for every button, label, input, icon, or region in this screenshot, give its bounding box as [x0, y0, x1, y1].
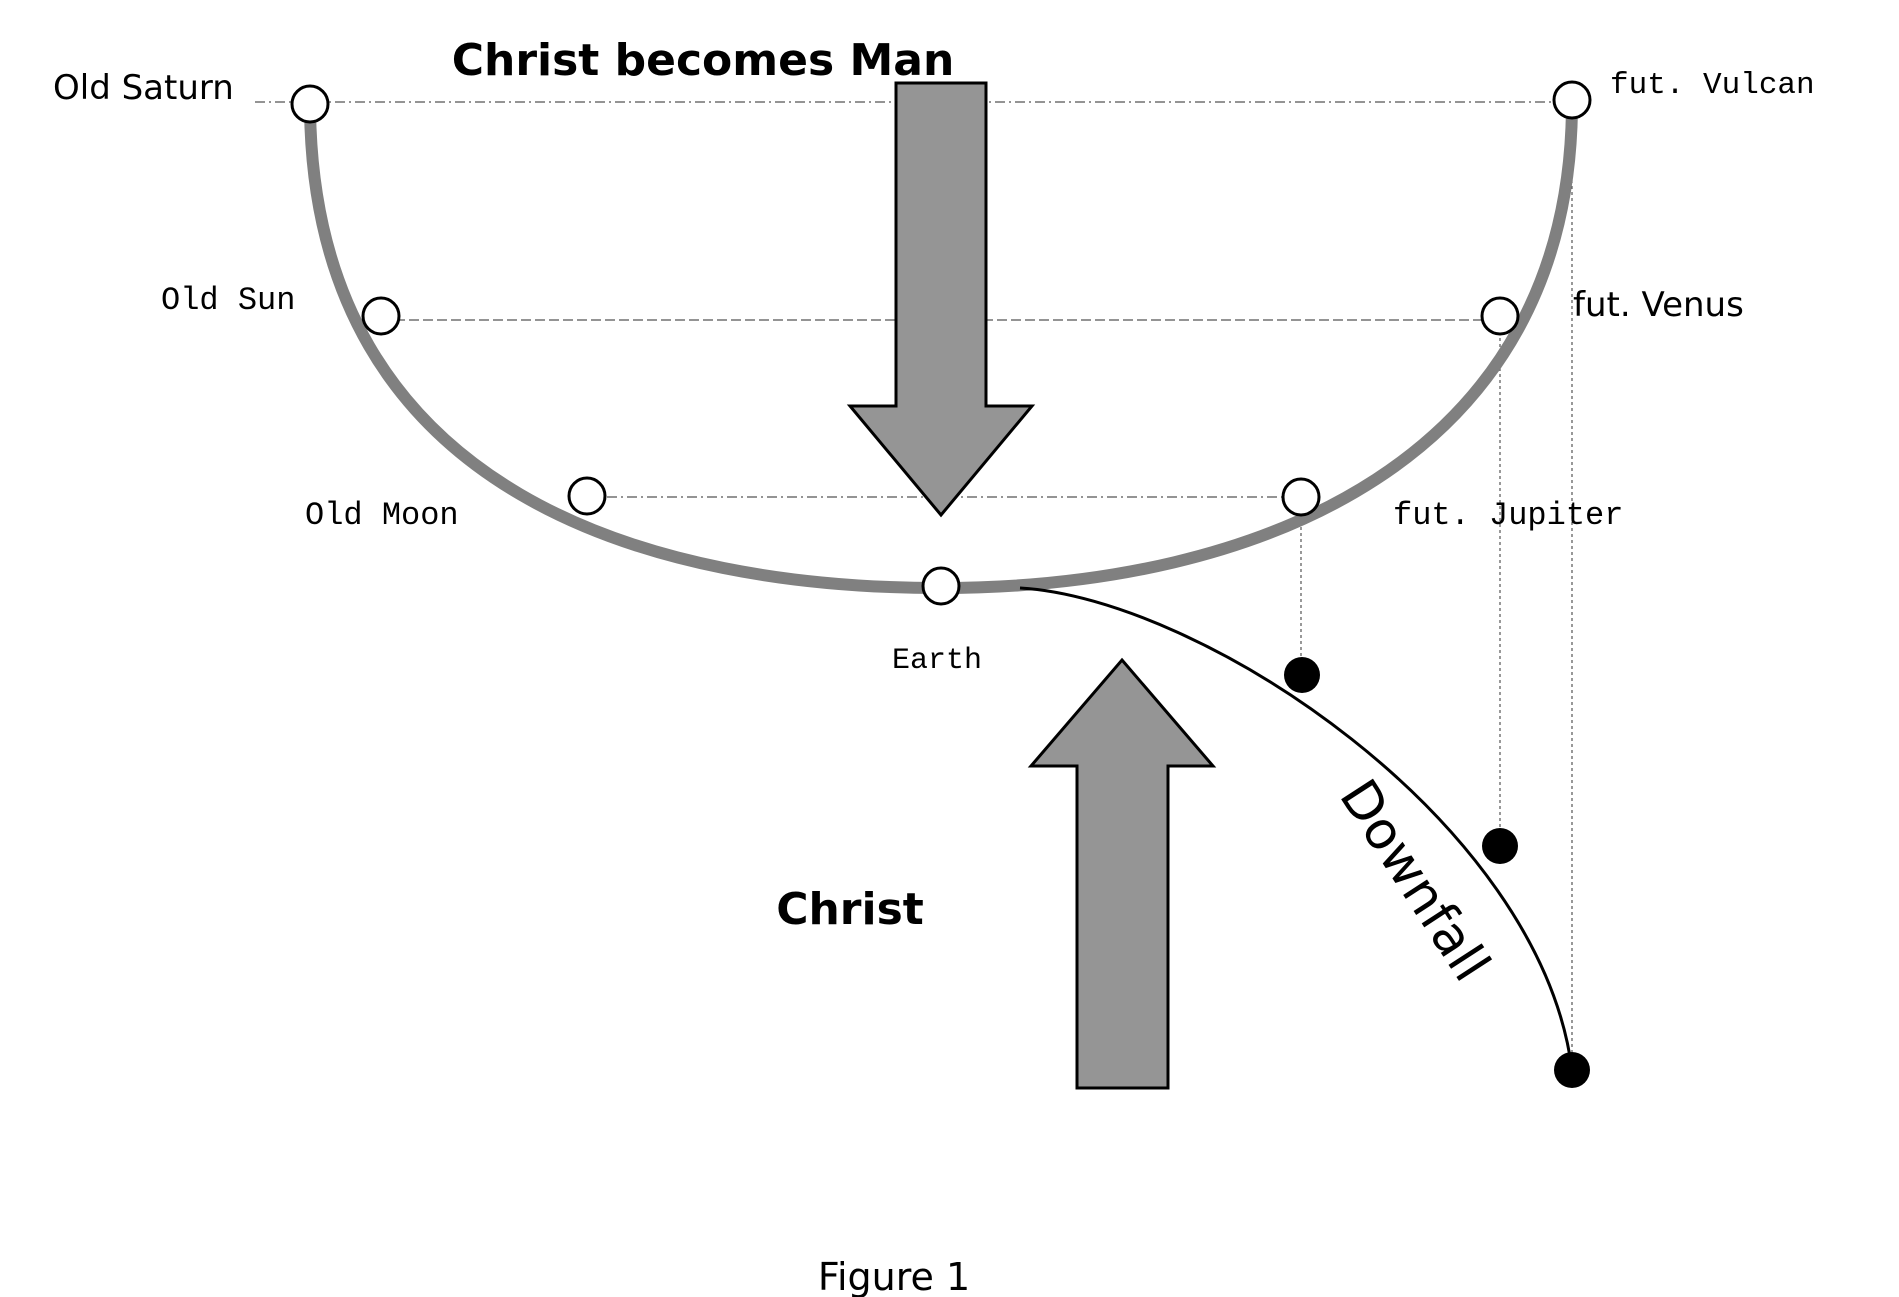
- label-old-saturn: Old Saturn: [53, 68, 234, 108]
- arrow-down: [846, 81, 1036, 518]
- label-fut-jupiter: fut. Jupiter: [1393, 497, 1623, 534]
- label-earth: Earth: [892, 644, 982, 678]
- node-old-saturn: [290, 84, 330, 124]
- node-fut-venus: [1480, 296, 1520, 336]
- downfall-curve: [1019, 586, 1574, 1071]
- arrow-up: [1027, 657, 1217, 1090]
- label-christ: Christ: [776, 884, 924, 935]
- node-fut-vulcan: [1552, 80, 1592, 120]
- label-fut-vulcan: fut. Vulcan: [1610, 68, 1815, 103]
- downfall-node-3: [1554, 1052, 1590, 1088]
- label-old-moon: Old Moon: [305, 497, 459, 534]
- label-downfall: Downfall: [1327, 769, 1501, 992]
- downfall-node-1: [1284, 657, 1320, 693]
- label-old-sun: Old Sun: [161, 282, 295, 319]
- label-fut-venus: fut. Venus: [1573, 285, 1744, 325]
- downfall-node-2: [1482, 828, 1518, 864]
- node-fut-jupiter: [1281, 477, 1321, 517]
- figure-caption: Figure 1: [818, 1255, 970, 1297]
- node-old-sun: [361, 296, 401, 336]
- title-christ-becomes-man: Christ becomes Man: [452, 35, 955, 86]
- node-earth: [921, 566, 961, 606]
- node-old-moon: [567, 476, 607, 516]
